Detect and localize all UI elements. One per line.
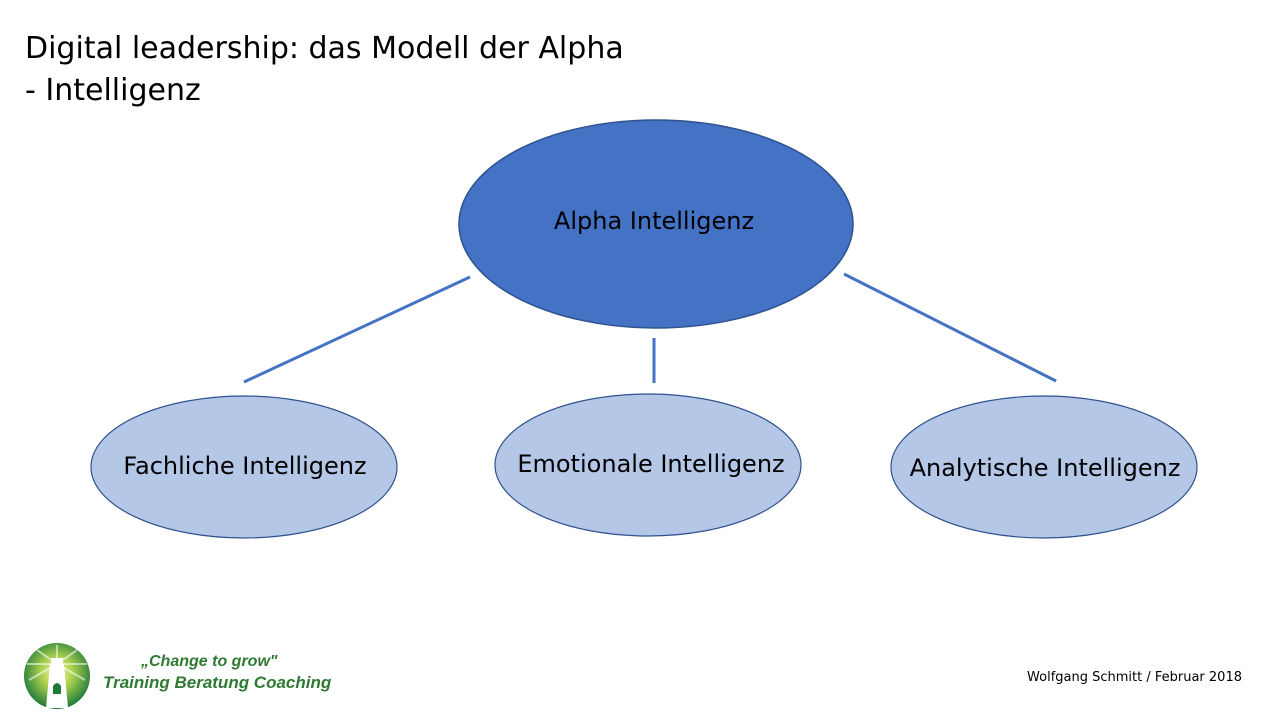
- root-node: Alpha Intelligenz: [458, 119, 854, 329]
- child-node-analytische-label: Analytische Intelligenz: [910, 454, 1181, 482]
- brand-tagline: Training Beratung Coaching: [103, 673, 332, 692]
- connector-root-to-fachliche: [243, 275, 471, 384]
- footer-author-date: Wolfgang Schmitt / Februar 2018: [1027, 670, 1242, 685]
- slide-title-line-2: - Intelligenz: [25, 73, 201, 108]
- child-node-fachliche-label: Fachliche Intelligenz: [123, 452, 366, 480]
- child-node-fachliche: Fachliche Intelligenz: [90, 395, 398, 539]
- brand-slogan: „Change to grow" Training Beratung Coach…: [103, 652, 332, 694]
- child-node-analytische: Analytische Intelligenz: [890, 395, 1198, 539]
- child-node-emotionale-shape: [494, 393, 802, 537]
- slide-title: Digital leadership: das Modell der Alpha…: [25, 28, 685, 112]
- root-node-shape: [458, 119, 854, 329]
- connector-root-to-analytische: [843, 272, 1057, 383]
- lighthouse-logo-icon: [24, 643, 90, 709]
- child-node-analytische-shape: [890, 395, 1198, 539]
- brand-slogan-line: „Change to grow": [141, 653, 278, 670]
- slide-title-line-1: Digital leadership: das Modell der Alpha: [25, 31, 624, 66]
- root-node-label: Alpha Intelligenz: [554, 207, 754, 235]
- child-node-emotionale-label: Emotionale Intelligenz: [517, 450, 784, 478]
- child-node-fachliche-shape: [90, 395, 398, 539]
- child-node-emotionale: Emotionale Intelligenz: [494, 393, 802, 537]
